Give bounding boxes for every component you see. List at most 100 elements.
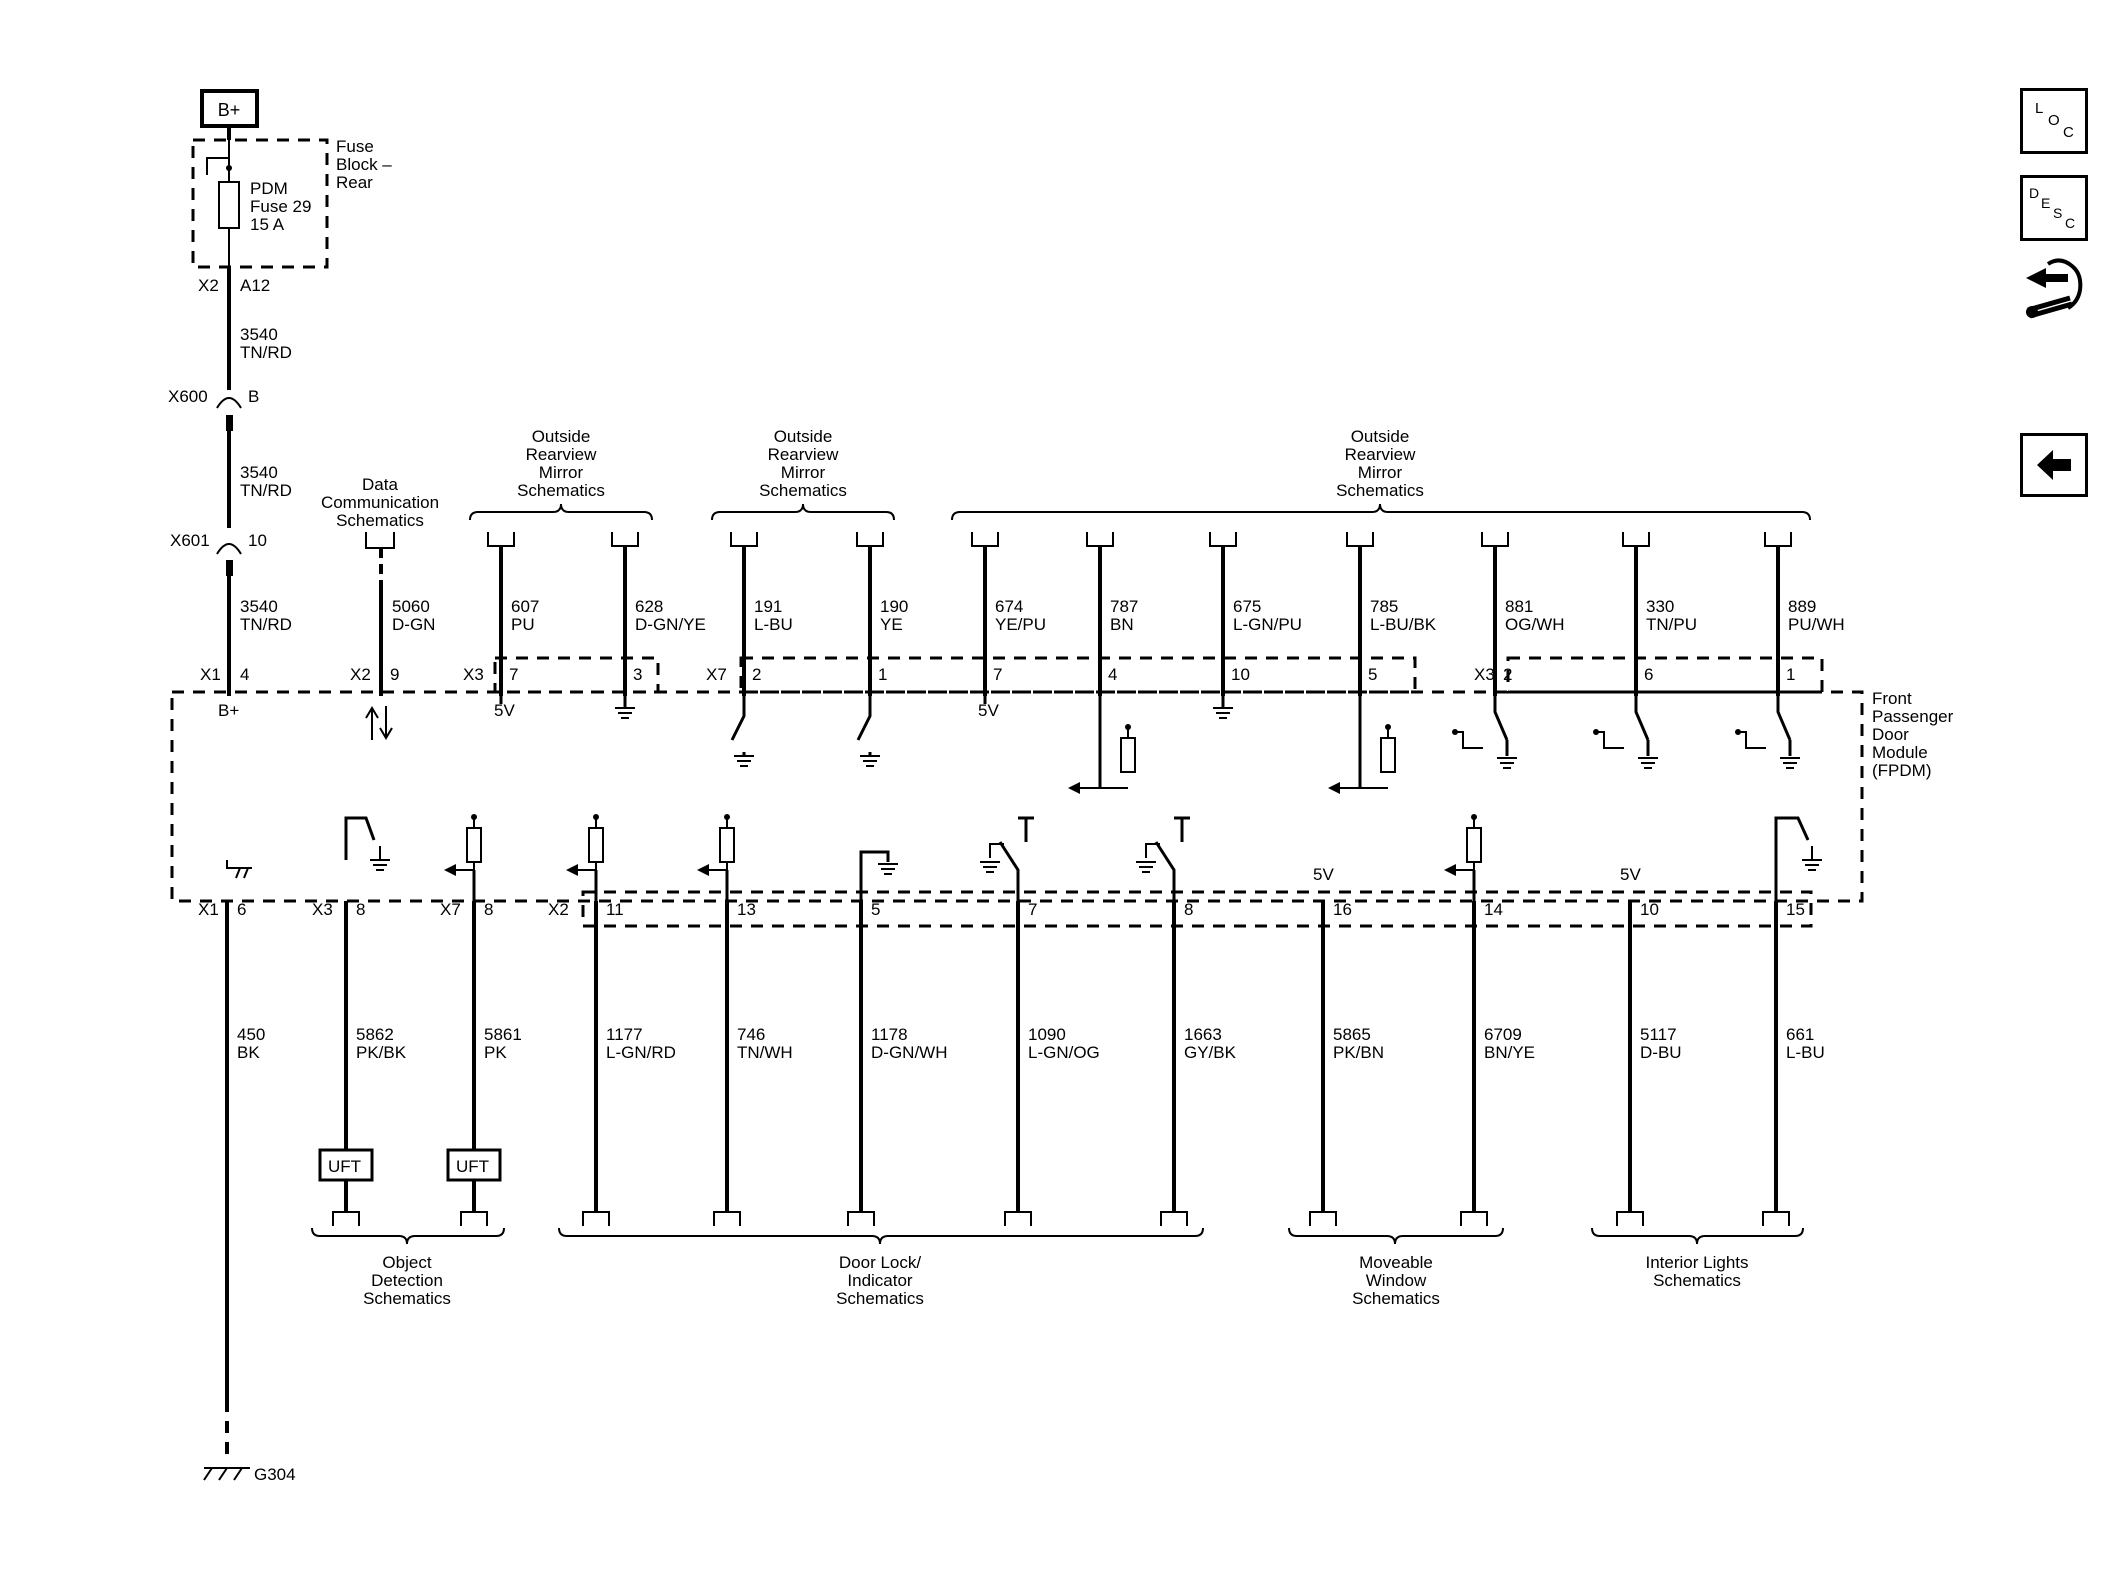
- switch-lead: [1145, 843, 1160, 858]
- switch-contact: [1776, 696, 1792, 756]
- switch-node: [1735, 729, 1741, 735]
- switch-lead: [1455, 731, 1483, 749]
- pin-label: 5: [871, 900, 880, 919]
- wire-color: BN/YE: [1484, 1043, 1535, 1062]
- wire-color: PK/BN: [1333, 1043, 1384, 1062]
- data-comm-label: Schematics: [336, 511, 424, 530]
- switch-contact: [1774, 816, 1810, 901]
- pullup-resistor: [1466, 827, 1482, 863]
- switch-contact: [998, 841, 1020, 901]
- wire-color: YE: [880, 615, 903, 634]
- connector-cap: [1762, 1211, 1790, 1226]
- wire-circuit: 661: [1786, 1025, 1814, 1044]
- connector-label: X600: [168, 387, 208, 406]
- group-label: Mirror: [1358, 463, 1403, 482]
- switch-contact: [344, 816, 376, 860]
- wire-color: TN/RD: [240, 615, 292, 634]
- group-label: Moveable: [1359, 1253, 1433, 1272]
- signal-arrow: [444, 864, 456, 876]
- data-comm-label: Data: [362, 475, 398, 494]
- wire-color: PK: [484, 1043, 507, 1062]
- group-label: Schematics: [1352, 1289, 1440, 1308]
- group-label: Rearview: [526, 445, 598, 464]
- pin-label: 4: [1108, 665, 1117, 684]
- wire-circuit: 5060: [392, 597, 430, 616]
- connector-label: X2: [198, 276, 219, 295]
- pin-label: 7: [509, 665, 518, 684]
- pin-label: 8: [1184, 900, 1193, 919]
- fuse-block-label: Block –: [336, 155, 392, 174]
- wire-circuit: 5865: [1333, 1025, 1371, 1044]
- wire-circuit: 3540: [240, 597, 278, 616]
- connector-label: X3: [463, 665, 484, 684]
- outside-mirror-group-b: Outside Rearview Mirror Schematics: [711, 427, 895, 521]
- connector-label: X1: [200, 665, 221, 684]
- reference-voltage: 5V: [978, 701, 999, 720]
- pin-label: 8: [356, 900, 365, 919]
- group-label: Interior Lights: [1646, 1253, 1749, 1272]
- connector-label: X3: [312, 900, 333, 919]
- switch-node: [1593, 729, 1599, 735]
- connector-cap: [1616, 1211, 1644, 1226]
- group-label: Mirror: [539, 463, 584, 482]
- connector-cap: [1209, 532, 1237, 547]
- ground-label: G304: [254, 1465, 296, 1484]
- wire-color: D-BU: [1640, 1043, 1682, 1062]
- group-label: Schematics: [759, 481, 847, 500]
- wire-color: PU/WH: [1788, 615, 1845, 634]
- connector-cap: [1160, 1211, 1188, 1226]
- x2-connector-box: [581, 890, 1813, 928]
- pin-function-label: B+: [218, 701, 239, 720]
- outside-mirror-group-c: Outside Rearview Mirror Schematics: [951, 427, 1811, 521]
- pin-label: 5: [1368, 665, 1377, 684]
- reference-voltage: 5V: [1313, 865, 1334, 884]
- switch-contact: [730, 696, 746, 756]
- data-comm-circuit: Data Communication Schematics 5060 D-GN …: [321, 475, 439, 740]
- pullup-resistor: [719, 827, 735, 863]
- group-label: Indicator: [847, 1271, 913, 1290]
- group-label: Door Lock/: [839, 1253, 921, 1272]
- connector-cap: [856, 532, 884, 547]
- pin-label: 8: [484, 900, 493, 919]
- back-button[interactable]: [2020, 433, 2088, 497]
- connector-cap: [582, 1211, 610, 1226]
- connector-end-view-icon[interactable]: [2020, 250, 2088, 330]
- location-button[interactable]: L O C: [2020, 88, 2088, 154]
- uft-label: UFT: [328, 1157, 361, 1176]
- connector-label: X1: [198, 900, 219, 919]
- door-lock-group: Door Lock/ Indicator Schematics: [558, 1227, 1204, 1308]
- wire-color: BK: [237, 1043, 260, 1062]
- group-label: Schematics: [517, 481, 605, 500]
- wire-circuit: 674: [995, 597, 1023, 616]
- group-label: Mirror: [781, 463, 826, 482]
- wire-color: TN/PU: [1646, 615, 1697, 634]
- wire-circuit: 3540: [240, 325, 278, 344]
- pin-label: 1: [878, 665, 887, 684]
- wire-circuit: 1177: [606, 1025, 643, 1044]
- module-label: Front: [1872, 689, 1912, 708]
- bplus-label: B+: [218, 100, 241, 120]
- connector-cap: [713, 1211, 741, 1226]
- wire-color: BN: [1110, 615, 1134, 634]
- wire-color: PK/BK: [356, 1043, 407, 1062]
- switch-contact: [1493, 696, 1509, 756]
- connector-cap: [1309, 1211, 1337, 1226]
- chassis-ground: [235, 867, 249, 879]
- connector-cap: [1346, 532, 1374, 547]
- connector-cap: [1622, 532, 1650, 547]
- fuse-block-outline: [191, 138, 329, 269]
- switch-contact: [1634, 696, 1650, 756]
- connector-cap: [1460, 1211, 1488, 1226]
- group-label: Outside: [774, 427, 833, 446]
- top-wires: 607PU7628D-GN/YE3191L-BU2190YE1674YE/PU7…: [463, 532, 1845, 794]
- pin-label: 9: [390, 665, 399, 684]
- wire-color: PU: [511, 615, 535, 634]
- description-button[interactable]: D E S C: [2020, 175, 2088, 241]
- group-label: Outside: [1351, 427, 1410, 446]
- wire-circuit: 191: [754, 597, 782, 616]
- switch-lead: [1596, 731, 1624, 749]
- wire-color: TN/WH: [737, 1043, 793, 1062]
- signal-arrow: [1444, 864, 1456, 876]
- connector-label: X601: [170, 531, 210, 550]
- interior-lights-group: Interior Lights Schematics: [1591, 1227, 1804, 1290]
